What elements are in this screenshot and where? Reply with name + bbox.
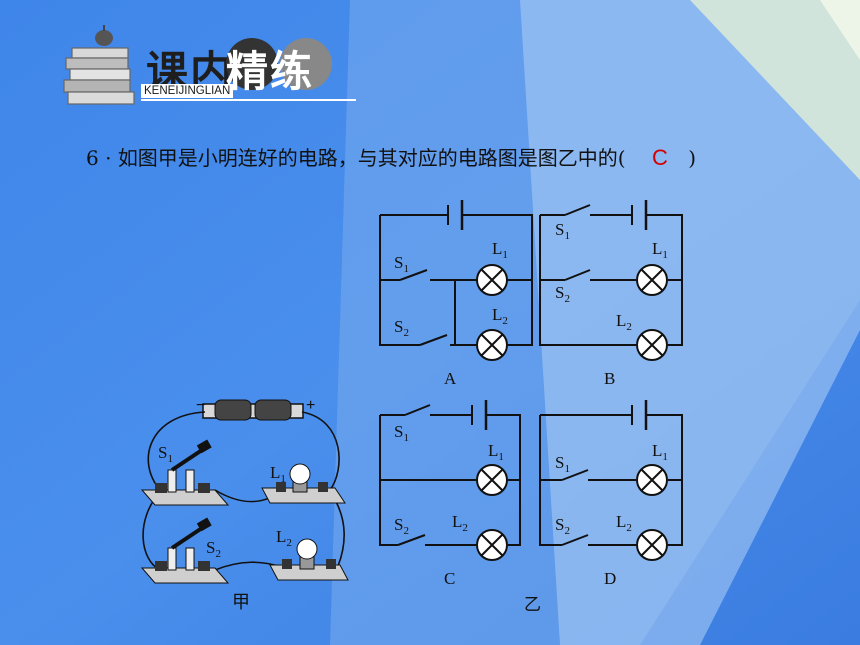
question-separator: ·	[105, 146, 112, 170]
books-icon	[63, 25, 135, 105]
banner-title-bubbles	[226, 38, 332, 90]
option-d-label: D	[604, 569, 616, 588]
label-d-s1: S1	[555, 453, 570, 475]
label-b-l2: L2	[616, 311, 632, 333]
circuit-diagram-d	[539, 400, 683, 561]
label-d-l2: L2	[616, 512, 632, 534]
question-text: 6 · 如图甲是小明连好的电路，与其对应的电路图是图乙中的( C )	[86, 142, 696, 171]
lamp-l2	[269, 538, 349, 581]
label-d-s2: S2	[555, 515, 570, 537]
label-a-l2: L2	[492, 305, 508, 327]
switch-s2	[140, 517, 230, 584]
battery-cell-2	[254, 399, 292, 421]
label-c-l2: L2	[452, 512, 468, 534]
label-jia-s2: S2	[206, 538, 221, 560]
lamp-l1	[261, 463, 346, 504]
label-d-l1: L1	[652, 441, 668, 463]
question-body: 如图甲是小明连好的电路，与其对应的电路图是图乙中的(	[117, 146, 626, 170]
battery-minus: −	[196, 397, 205, 414]
question-number: 6	[86, 146, 99, 170]
label-a-s2: S2	[394, 317, 409, 339]
question-close-paren: )	[688, 146, 697, 170]
option-c-label: C	[444, 569, 455, 588]
label-jia-l2: L2	[276, 527, 292, 549]
battery-cell-1	[214, 399, 252, 421]
battery-plus: +	[306, 397, 315, 414]
physical-circuit-jia: − + S1	[140, 397, 349, 613]
switch-s1	[140, 439, 230, 506]
banner-underline	[141, 99, 356, 101]
circuit-diagram-b	[539, 200, 683, 361]
circuit-diagram-c	[379, 400, 521, 561]
label-b-s2: S2	[555, 283, 570, 305]
option-b-label: B	[604, 369, 615, 388]
label-a-l1: L1	[492, 239, 508, 261]
label-b-l1: L1	[652, 239, 668, 261]
label-b-s1: S1	[555, 220, 570, 242]
label-jia-s1: S1	[158, 443, 173, 465]
label-c-l1: L1	[488, 441, 504, 463]
answer-letter: C	[651, 145, 668, 170]
banner-title-light: 精练	[226, 47, 315, 96]
label-jia-l1: L1	[270, 463, 286, 485]
banner-subtitle: KENEIJINGLIAN	[141, 84, 234, 98]
circuit-diagram-a	[379, 200, 533, 361]
section-banner: 课内 精练 KENEIJINGLIAN	[58, 20, 358, 108]
label-c-s1: S1	[394, 422, 409, 444]
option-a-label: A	[444, 369, 457, 388]
figure-jia-caption: 甲	[232, 592, 250, 613]
label-a-s1: S1	[394, 253, 409, 275]
label-c-s2: S2	[394, 515, 409, 537]
figure-yi-caption: 乙	[524, 595, 541, 615]
